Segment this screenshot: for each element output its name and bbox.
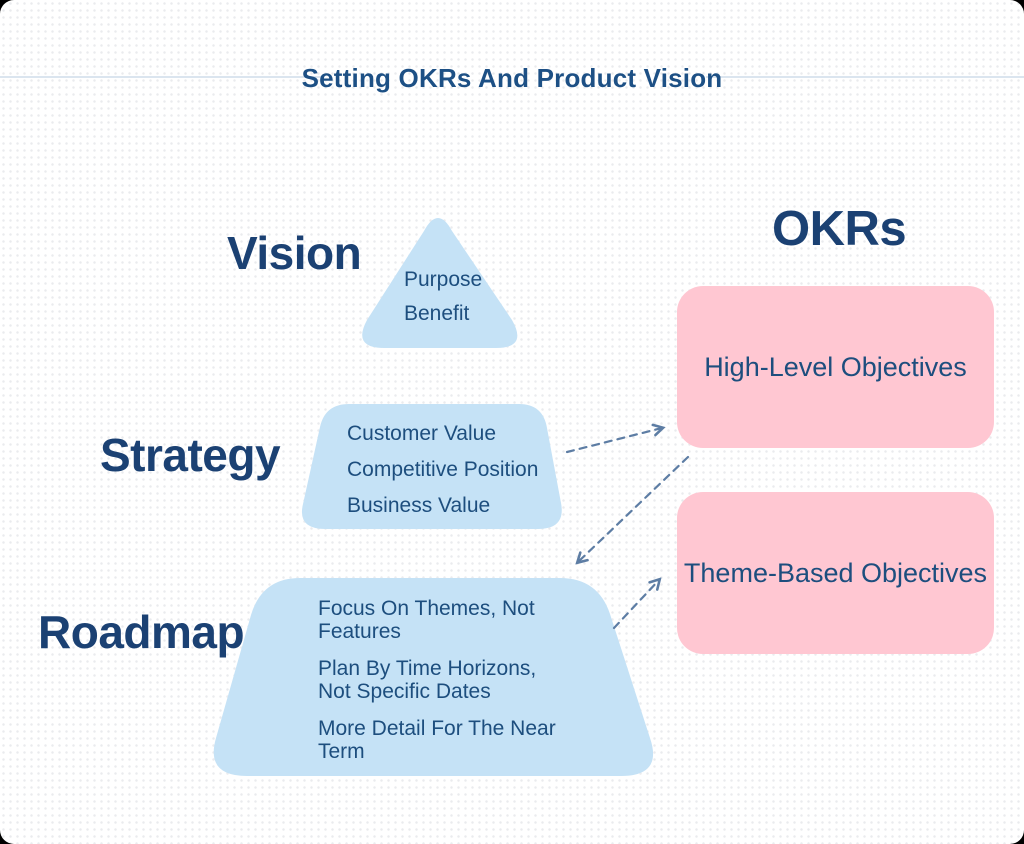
okrs-heading: OKRs: [772, 202, 907, 256]
okr-box-theme-based: Theme-Based Objectives: [677, 492, 994, 654]
strategy-label: Strategy: [100, 429, 281, 481]
okr-box-high-level-label: High-Level Objectives: [704, 351, 967, 382]
title-divider-right: [706, 76, 1024, 78]
strategy-item: Competitive Position: [347, 458, 539, 481]
strategy-item: Business Value: [347, 494, 491, 517]
roadmap-items: Focus On Themes, Not Features Plan By Ti…: [318, 597, 570, 763]
okr-box-theme-based-label: Theme-Based Objectives: [683, 557, 988, 588]
arrow-strategy-to-high-level: [565, 428, 662, 454]
vision-items: Purpose Benefit: [404, 268, 482, 325]
strategy-items: Customer Value Competitive Position Busi…: [347, 422, 538, 517]
strategy-item: Customer Value: [347, 422, 497, 445]
okr-box-high-level: High-Level Objectives: [677, 286, 994, 448]
strategy-trapezoid-shape: [301, 404, 562, 529]
page-title: Setting OKRs And Product Vision: [301, 63, 723, 93]
vision-label: Vision: [227, 227, 362, 279]
roadmap-item: Focus On Themes, Not Features: [318, 597, 535, 643]
title-divider-left: [0, 76, 322, 78]
vision-triangle-shape: [362, 218, 518, 348]
vision-item: Benefit: [404, 302, 470, 325]
roadmap-item: More Detail For The Near Term: [318, 717, 556, 763]
arrow-high-level-to-roadmap: [578, 455, 690, 562]
vision-item: Purpose: [404, 268, 483, 291]
roadmap-trapezoid-shape: [213, 578, 654, 776]
roadmap-item: Plan By Time Horizons, Not Specific Date…: [318, 657, 537, 703]
arrow-roadmap-to-theme-based: [612, 580, 659, 630]
roadmap-label: Roadmap: [38, 606, 245, 658]
